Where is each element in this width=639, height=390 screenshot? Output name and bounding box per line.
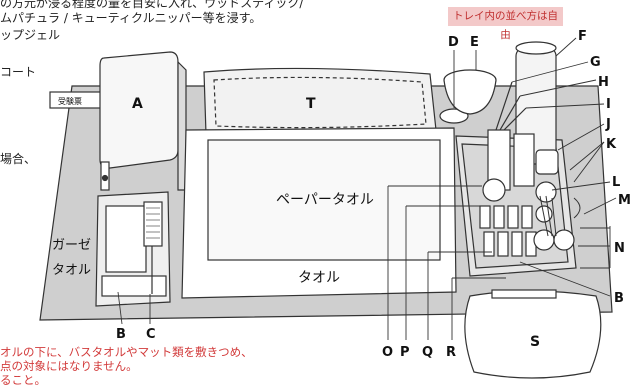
- jar-j: [535, 149, 559, 175]
- callout-n: N: [614, 241, 625, 256]
- note-line-1: オルの下に、バスタオルやマット類を敷きつめ、: [0, 345, 253, 359]
- label-a: A: [132, 96, 143, 112]
- brush-c-bristles: [146, 207, 160, 239]
- box-a: [99, 51, 179, 169]
- bowl-d: [439, 108, 469, 124]
- callout-p: P: [400, 345, 410, 360]
- label-gauze: ガーゼ: [52, 238, 91, 253]
- brush-c-head: [143, 201, 163, 247]
- small-bottles: [479, 178, 575, 257]
- label-paper-towel: ペーパータオル: [276, 192, 374, 208]
- tools-m: [539, 195, 557, 237]
- label-s: S: [530, 334, 540, 350]
- callout-h: H: [598, 75, 609, 90]
- gauze-pad: [105, 205, 147, 273]
- callout-r: R: [446, 345, 456, 360]
- label-towel: タオル: [298, 270, 340, 286]
- callout-b-bottom: B: [116, 327, 126, 342]
- towel-t: [203, 67, 437, 137]
- callout-e: E: [470, 35, 479, 50]
- note-line-2: 点の対象にはなりません。: [0, 359, 138, 373]
- intro-line-3: ップジェル: [0, 28, 61, 42]
- intro-line-1: の方元が浸る程度の量を目安に入れ、ウッドスティック/: [0, 0, 304, 10]
- callout-g: G: [590, 55, 601, 70]
- label-exam-ticket: 受験票: [58, 96, 82, 106]
- callout-q: Q: [422, 345, 433, 360]
- callout-m: M: [618, 193, 631, 208]
- callout-i: I: [606, 97, 611, 112]
- intro-line-2: ムパチュラ / キューティクルニッパー等を浸す。: [0, 11, 262, 25]
- callout-c: C: [146, 327, 156, 342]
- bracket-m: [573, 197, 581, 219]
- callout-lines: [117, 37, 617, 340]
- intro-case: 場合、: [0, 152, 37, 166]
- callout-b-right: B: [614, 291, 624, 306]
- callout-o: O: [382, 345, 393, 360]
- pouch-s-zip: [491, 289, 557, 299]
- layout-note-banner: トレイ内の並べ方は自由: [448, 7, 563, 41]
- intro-coat: コート: [0, 65, 37, 79]
- paper-towel: [207, 139, 441, 261]
- callout-k: K: [606, 137, 617, 152]
- callout-j: J: [605, 117, 611, 132]
- towel-t-fold: [213, 76, 427, 129]
- gauze-towel-base: [101, 275, 167, 297]
- callout-f: F: [578, 29, 587, 44]
- callout-l: L: [612, 175, 620, 190]
- note-line-3: ること。: [0, 373, 46, 387]
- box-a-knob: [101, 174, 109, 182]
- callout-d: D: [448, 35, 459, 50]
- container-h: [513, 133, 535, 187]
- label-t: T: [306, 96, 316, 112]
- label-gauze-towel: タオル: [52, 263, 91, 278]
